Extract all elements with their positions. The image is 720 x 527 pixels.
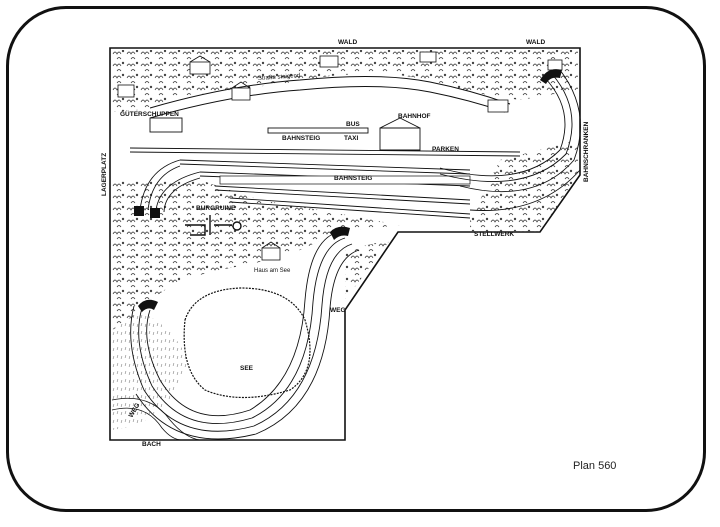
castle-ruin: [185, 215, 242, 236]
stream: [111, 397, 201, 441]
houses: [117, 51, 563, 113]
label-bus: BUS: [346, 121, 360, 128]
label-gueterschuppen: GÜTERSCHUPPEN: [120, 109, 179, 118]
left-curve-tracks: [139, 159, 201, 213]
lower-loop-tracks: [130, 231, 360, 440]
label-burgruine: BURGRUINE: [196, 205, 236, 212]
label-see: SEE: [240, 365, 254, 372]
right-curve-tracks: [439, 69, 581, 211]
lake: [183, 287, 311, 399]
label-bach: BACH: [142, 441, 161, 448]
label-bahnsteig-top: BAHNSTEIG: [282, 135, 320, 142]
label-strasse: Straße steigend: [258, 73, 301, 82]
forest-area: [112, 50, 578, 112]
plan-caption: Plan 560: [573, 460, 617, 472]
lake-house: [261, 241, 281, 261]
label-taxi: TAXI: [344, 135, 359, 142]
right-tunnel-portal: [540, 69, 562, 84]
label-haus-am-see: Haus am See: [254, 268, 291, 274]
label-lagerplatz: LAGERPLATZ: [101, 153, 108, 196]
label-bahnsteig-mid: BAHNSTEIG: [334, 175, 372, 182]
label-wald-right: WALD: [526, 39, 545, 46]
lower-tunnel-portals: [138, 226, 350, 312]
road: [149, 75, 511, 109]
label-bahnhof: BAHNHOF: [398, 113, 431, 120]
label-parken: PARKEN: [432, 146, 459, 153]
station-buildings: [149, 117, 421, 151]
label-stellwerk: STELLWERK: [474, 231, 514, 238]
left-tunnel-portals: [134, 206, 160, 218]
label-weg-mid: WEG: [330, 307, 346, 314]
label-bahnschranken: BAHNSCHRANKEN: [583, 121, 590, 182]
label-wald-top: WALD: [338, 39, 357, 46]
station-tracks: [129, 147, 521, 219]
